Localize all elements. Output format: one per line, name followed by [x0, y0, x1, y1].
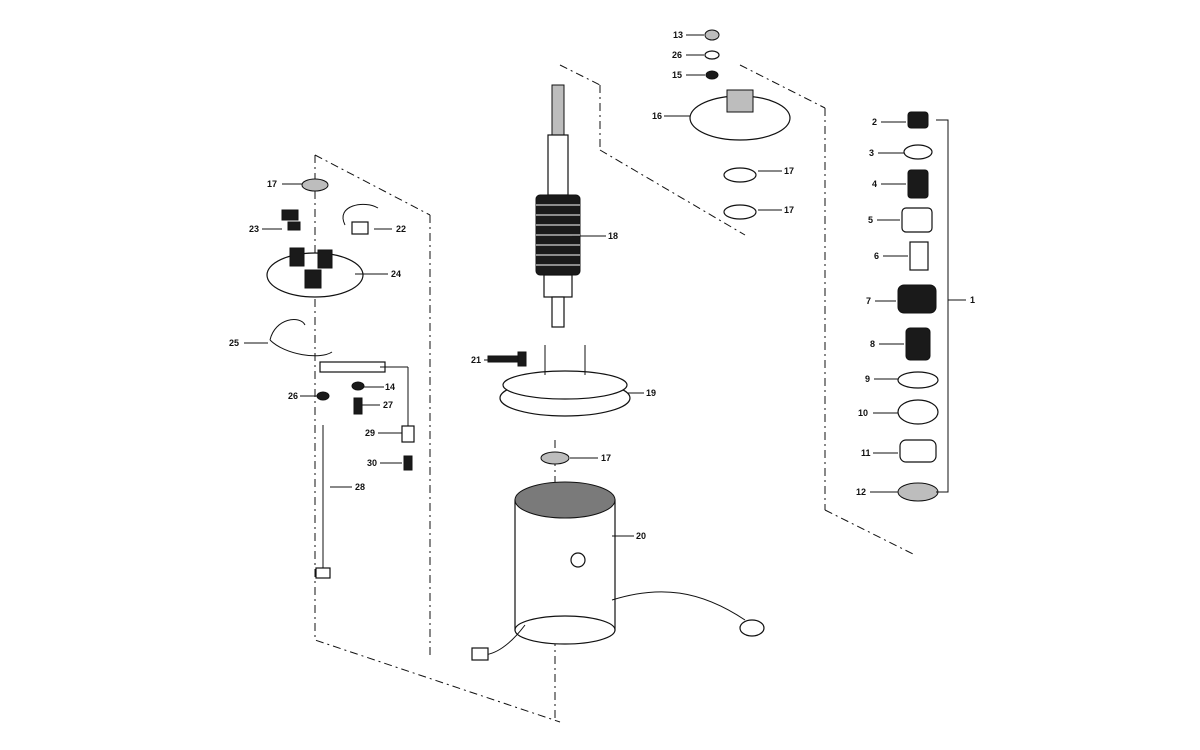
drive-assembly [897, 111, 949, 502]
callout-1: 1 [970, 295, 975, 305]
brush-23 [281, 209, 299, 221]
nut-13 [704, 29, 720, 41]
callout-24: 24 [391, 269, 401, 279]
terminal-29 [401, 425, 415, 443]
left-column-parts [266, 178, 415, 579]
callout-18: 18 [608, 231, 618, 241]
washer-9 [897, 371, 939, 389]
collar-5 [901, 207, 933, 233]
callout-5: 5 [868, 215, 873, 225]
callout-19: 19 [646, 388, 656, 398]
collar-11 [899, 439, 937, 463]
armature-commutator [543, 274, 573, 298]
armature-shaft [547, 134, 569, 196]
brush-23-lower [287, 221, 301, 231]
lead-cable [611, 591, 746, 621]
ground-terminal [471, 647, 489, 661]
washer-26-top [704, 50, 720, 60]
guide-mid-top [559, 64, 601, 86]
guide-left-top [314, 154, 431, 216]
frame-band [487, 345, 631, 417]
leader-lines [244, 34, 966, 537]
callout-12: 12 [856, 487, 866, 497]
end-cap-bearing [726, 89, 754, 113]
callout-17-left: 17 [267, 179, 277, 189]
washer-17-center [540, 451, 570, 465]
connector-bar [319, 361, 386, 373]
callout-labels: 1 2 3 4 5 6 7 8 9 10 11 12 13 14 15 16 1… [229, 30, 975, 541]
callout-22: 22 [396, 224, 406, 234]
callout-2: 2 [872, 117, 877, 127]
armature [535, 84, 581, 328]
lead-terminal [739, 619, 765, 637]
spring-22 [342, 203, 379, 226]
housing-body [514, 499, 616, 631]
spring-clip-22 [351, 221, 369, 235]
callout-26-left: 26 [288, 391, 298, 401]
housing-bottom [514, 615, 616, 645]
callout-17-lower: 17 [784, 205, 794, 215]
cup-3 [903, 144, 933, 160]
sleeve-6 [909, 241, 929, 271]
callout-17-center: 17 [601, 453, 611, 463]
guide-right-bottom [824, 509, 916, 556]
band-ring-top [502, 370, 628, 400]
housing-screw [570, 552, 586, 568]
callout-7: 7 [866, 296, 871, 306]
callout-16: 16 [652, 111, 662, 121]
band-screw-head [517, 351, 527, 367]
callout-17-upper: 17 [784, 166, 794, 176]
callout-8: 8 [870, 339, 875, 349]
brush-holder-a [289, 247, 305, 267]
through-bolt-head [315, 567, 331, 579]
washer-14 [351, 381, 365, 391]
stop-10 [897, 399, 939, 425]
armature-shaft-spline [551, 84, 565, 136]
retainer-25 [269, 319, 333, 357]
washer-17-upper [723, 167, 757, 183]
callout-6: 6 [874, 251, 879, 261]
brush-holder-b [317, 249, 333, 269]
callout-20: 20 [636, 531, 646, 541]
end-cap-parts [540, 29, 791, 465]
callout-13: 13 [673, 30, 683, 40]
housing-top [514, 481, 616, 519]
pinion-7 [897, 284, 937, 314]
callout-15: 15 [672, 70, 682, 80]
washer-26-left [316, 391, 330, 401]
callout-11: 11 [861, 448, 871, 458]
band-clamp [544, 345, 586, 375]
callout-10: 10 [858, 408, 868, 418]
callout-27: 27 [383, 400, 393, 410]
callout-21: 21 [471, 355, 481, 365]
washer-17-left [301, 178, 329, 192]
nut-2 [907, 111, 929, 129]
washer-15 [705, 70, 719, 80]
screw-30 [403, 455, 413, 471]
guide-right-top [739, 64, 826, 109]
field-housing [471, 481, 765, 661]
callout-3: 3 [869, 148, 874, 158]
callout-23: 23 [249, 224, 259, 234]
washer-12 [897, 482, 939, 502]
screw-27 [353, 397, 363, 415]
spring-4 [907, 169, 929, 199]
screw-shaft-8 [905, 327, 931, 361]
callout-14: 14 [385, 382, 395, 392]
drive-bracket [936, 119, 949, 493]
callout-4: 4 [872, 179, 877, 189]
band-screw [487, 355, 519, 363]
callout-28: 28 [355, 482, 365, 492]
callout-26-top: 26 [672, 50, 682, 60]
callout-9: 9 [865, 374, 870, 384]
callout-30: 30 [367, 458, 377, 468]
brush-holder-c [304, 269, 322, 289]
armature-end [551, 296, 565, 328]
guide-mid-right [599, 149, 746, 236]
washer-17-lower [723, 204, 757, 220]
callout-29: 29 [365, 428, 375, 438]
callout-25: 25 [229, 338, 239, 348]
